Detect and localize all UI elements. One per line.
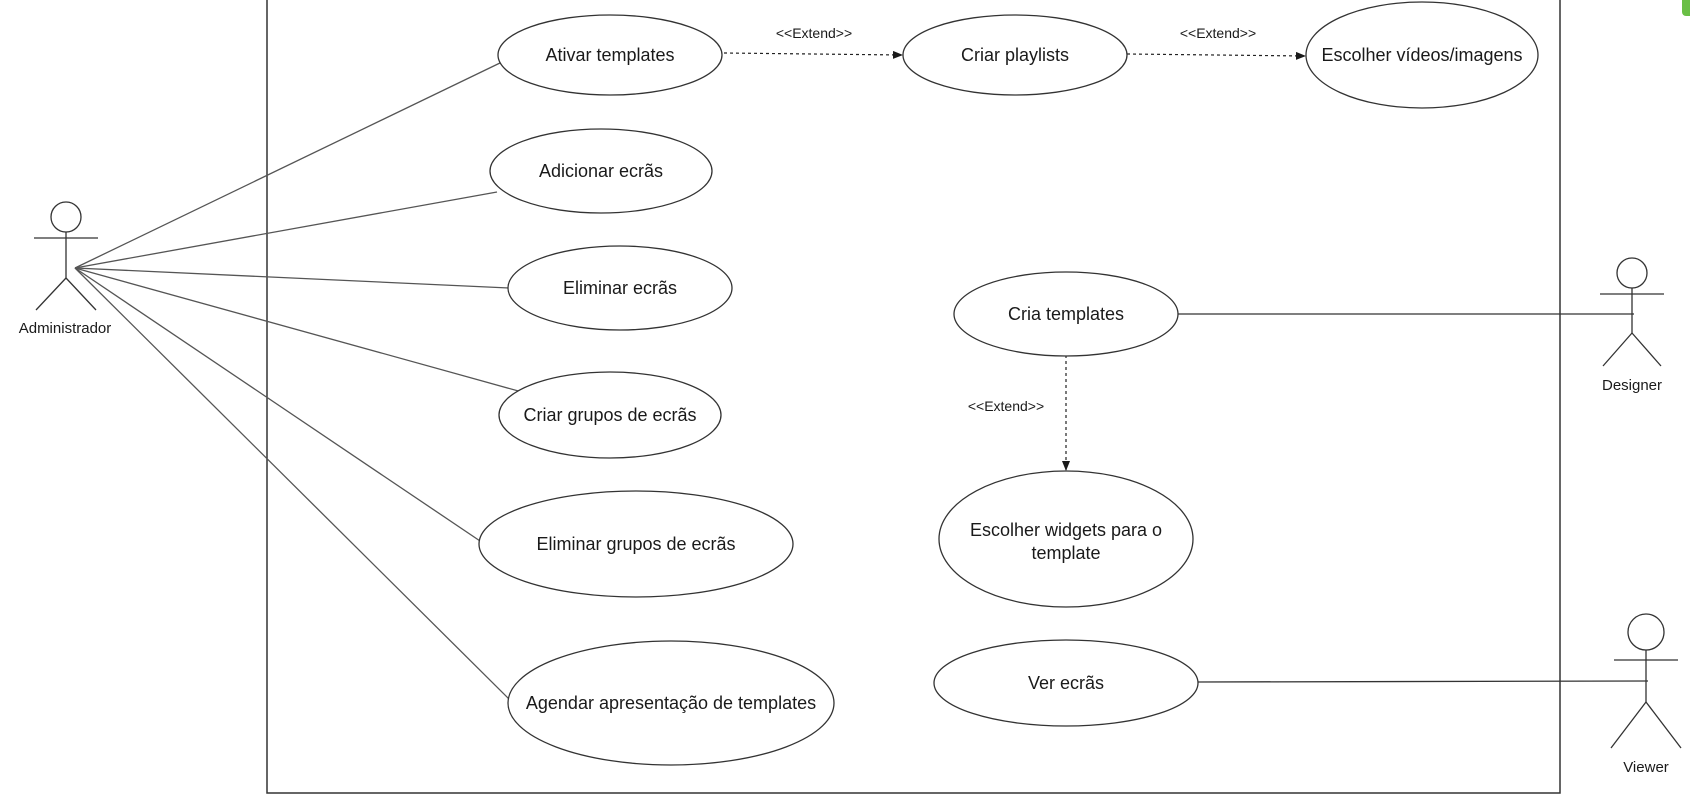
- use-case-escolher-videos[interactable]: Escolher vídeos/imagens: [1305, 1, 1539, 109]
- corner-tab: [1682, 0, 1690, 16]
- actor-administrador[interactable]: [34, 201, 98, 311]
- use-case-criar-playlists[interactable]: Criar playlists: [902, 14, 1128, 96]
- assoc-ativar-templates: [74, 61, 503, 269]
- assoc-agendar: [74, 267, 511, 701]
- assoc-criar-grupos: [74, 267, 523, 393]
- administrador-associations: [74, 61, 523, 701]
- use-case-label: Criar grupos de ecrãs: [523, 405, 696, 425]
- actor-viewer[interactable]: [1610, 613, 1682, 749]
- use-case-label: Criar playlists: [961, 45, 1069, 65]
- extend-label-2: <<Extend>>: [1180, 25, 1256, 41]
- actor-head: [50, 201, 82, 233]
- use-case-label: Adicionar ecrãs: [539, 161, 663, 181]
- use-case-label: Eliminar grupos de ecrãs: [536, 534, 735, 554]
- use-case-criar-grupos[interactable]: Criar grupos de ecrãs: [498, 371, 722, 459]
- use-case-cria-templates[interactable]: Cria templates: [953, 271, 1179, 357]
- assoc-viewer-ver-ecras: [1196, 680, 1649, 683]
- actor-label-designer: Designer: [1602, 377, 1662, 394]
- assoc-adicionar-ecras: [74, 191, 498, 269]
- use-case-label-line-2: template: [1031, 543, 1100, 563]
- use-case-label: Agendar apresentação de templates: [526, 693, 816, 713]
- use-case-escolher-widgets[interactable]: Escolher widgets para o template: [938, 470, 1194, 608]
- actor-head: [1627, 613, 1665, 651]
- actor-designer[interactable]: [1600, 257, 1664, 367]
- extend-label-3: <<Extend>>: [968, 398, 1044, 414]
- assoc-eliminar-grupos: [74, 267, 487, 546]
- use-case-label: Cria templates: [1008, 304, 1124, 324]
- use-case-label: Ativar templates: [545, 45, 674, 65]
- use-case-ver-ecras[interactable]: Ver ecrãs: [933, 639, 1199, 727]
- assoc-eliminar-ecras: [74, 267, 510, 289]
- use-case-adicionar-ecras[interactable]: Adicionar ecrãs: [489, 128, 713, 214]
- use-case-agendar[interactable]: Agendar apresentação de templates: [507, 640, 835, 766]
- system-boundary: [266, 0, 1561, 794]
- actor-label-viewer: Viewer: [1623, 759, 1669, 776]
- use-case-eliminar-grupos[interactable]: Eliminar grupos de ecrãs: [478, 490, 794, 598]
- extend-label-1: <<Extend>>: [776, 25, 852, 41]
- use-case-label-line-1: Escolher widgets para o: [970, 520, 1162, 540]
- extend-arrow-1: [723, 50, 903, 59]
- use-case-label: Eliminar ecrãs: [563, 278, 677, 298]
- use-case-ativar-templates[interactable]: Ativar templates: [497, 14, 723, 96]
- extend-arrow-2: [1126, 51, 1306, 60]
- use-case-eliminar-ecras[interactable]: Eliminar ecrãs: [507, 245, 733, 331]
- actor-head: [1616, 257, 1648, 289]
- use-case-label: Escolher vídeos/imagens: [1321, 45, 1522, 65]
- use-case-label: Ver ecrãs: [1028, 673, 1104, 693]
- actor-label-administrador: Administrador: [19, 320, 112, 337]
